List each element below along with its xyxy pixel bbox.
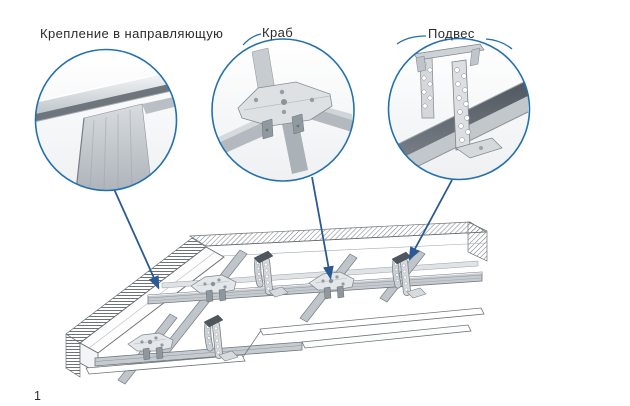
callout-photo-hanger	[389, 39, 529, 179]
edge-profile	[301, 324, 472, 349]
leader-line-guide-fastening	[113, 188, 160, 290]
callout-photo-crab	[212, 39, 354, 181]
callout-ring-crab	[211, 38, 355, 182]
callout-hanger	[387, 37, 531, 181]
label-tick-left	[242, 33, 262, 46]
callout-label-crab: Краб	[262, 25, 294, 40]
leader-line-hanger	[408, 179, 453, 261]
leader-line-crab	[311, 176, 334, 280]
frame-outline	[85, 307, 485, 375]
corner-wall-hatch	[467, 221, 488, 262]
figure-number: 1	[34, 389, 41, 403]
callout-label-hanger: Подвес	[428, 26, 475, 41]
ceiling-frame-diagram	[65, 221, 488, 385]
callout-label-guide-fastening: Крепление в направляющую	[40, 26, 224, 41]
callout-crab	[211, 38, 355, 182]
main-runner-b	[94, 341, 303, 367]
callout-ring-hanger	[387, 37, 531, 181]
label-tick-hanger-left	[396, 35, 427, 45]
callout-ring-guide-fastening	[34, 48, 178, 192]
perimeter-stripe-corner	[65, 333, 81, 378]
callout-guide-fastening	[34, 48, 178, 192]
label-tick-hanger-right	[485, 38, 513, 50]
callout-photo-guide-fastening	[36, 50, 176, 190]
